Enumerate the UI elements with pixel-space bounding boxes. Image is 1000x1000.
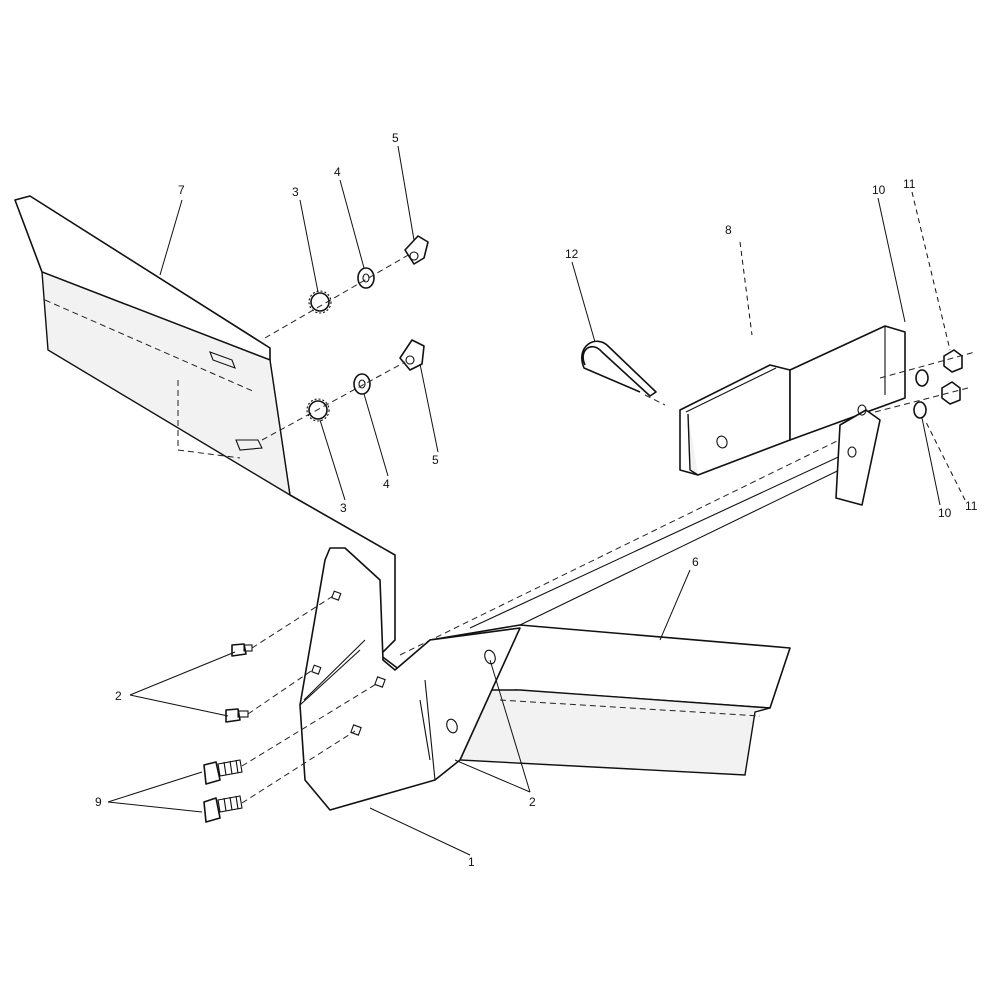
callout-10-bottom: 10 (938, 506, 952, 520)
leader-lines (107, 145, 966, 856)
part-11-nut-lower (941, 381, 961, 405)
part-5-wingnut-lower (399, 339, 425, 371)
callout-2-right: 2 (529, 795, 536, 809)
callout-9: 9 (95, 795, 102, 809)
part-12-hairpin (581, 340, 666, 406)
part-1-bracket (299, 547, 521, 811)
part-3-lockwasher-upper (308, 290, 332, 314)
part-4-washer-lower (353, 373, 371, 395)
axis-lower-fasteners (261, 361, 406, 441)
callout-5-bottom: 5 (432, 453, 439, 467)
callout-8: 8 (725, 223, 732, 237)
callout-10-top: 10 (872, 183, 886, 197)
callout-1: 1 (468, 855, 475, 869)
callout-11-top: 11 (903, 177, 916, 191)
axis-upper-fasteners (264, 253, 411, 339)
rear-bracket-outline (177, 380, 241, 459)
callout-4-top: 4 (334, 165, 341, 179)
part-9-bolt-upper (203, 682, 379, 785)
part-8-arm (679, 325, 906, 476)
part-2-bolt-lower (225, 668, 315, 723)
callout-12: 12 (565, 247, 579, 261)
part-10-washer-lower (913, 401, 927, 419)
callout-11-bottom: 11 (965, 499, 978, 513)
part-10-washer-upper (915, 369, 929, 387)
callout-2-left: 2 (115, 689, 122, 703)
part-2-bolt-upper (231, 595, 334, 657)
axis-right-upper (879, 351, 976, 379)
part-7-plate (14, 195, 291, 497)
part-9-bolt-lower (203, 730, 356, 823)
part-11-nut-upper (943, 349, 963, 373)
callout-3-bottom: 3 (340, 501, 347, 515)
callout-6: 6 (692, 555, 699, 569)
callout-5-top: 5 (392, 131, 399, 145)
callout-4-bottom: 4 (383, 477, 390, 491)
part-4-washer-upper (357, 267, 375, 289)
callout-3-top: 3 (292, 185, 299, 199)
callout-7: 7 (178, 183, 185, 197)
axis-right-lower (874, 387, 969, 413)
part-5-wingnut-upper (404, 235, 429, 265)
part-8-post (835, 404, 881, 506)
